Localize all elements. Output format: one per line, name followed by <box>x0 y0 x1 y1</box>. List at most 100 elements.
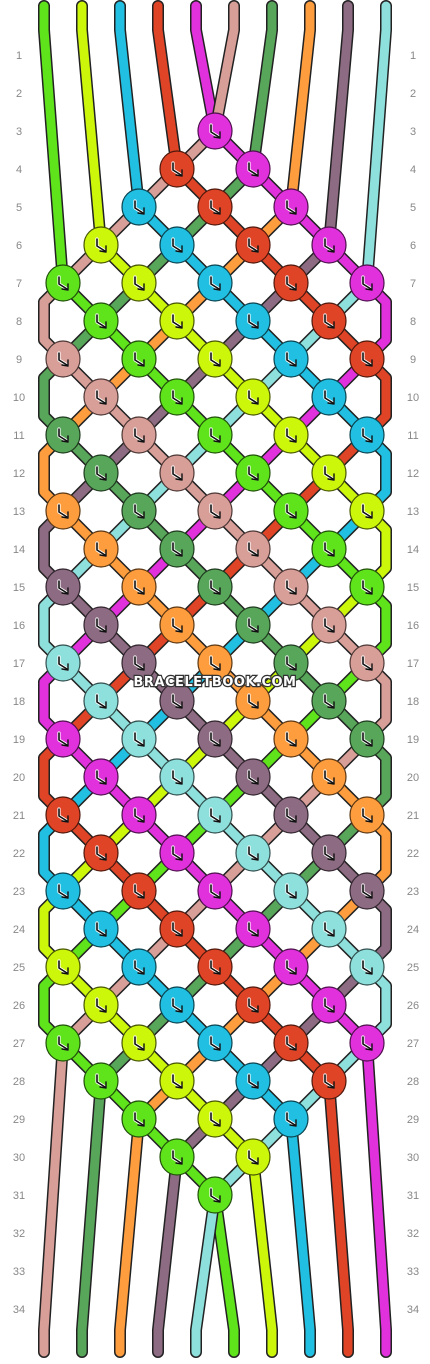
knot[interactable] <box>235 226 271 264</box>
knot[interactable] <box>235 758 271 796</box>
knot[interactable] <box>235 1138 271 1176</box>
knot[interactable] <box>273 644 309 682</box>
knot[interactable] <box>235 910 271 948</box>
knot[interactable] <box>121 264 157 302</box>
knot[interactable] <box>197 264 233 302</box>
knot[interactable] <box>197 1100 233 1138</box>
knot[interactable] <box>197 872 233 910</box>
knot[interactable] <box>311 682 347 720</box>
knot[interactable] <box>159 606 195 644</box>
knot[interactable] <box>197 492 233 530</box>
knot[interactable] <box>197 112 233 150</box>
knot[interactable] <box>197 188 233 226</box>
knot[interactable] <box>121 644 157 682</box>
knot[interactable] <box>197 340 233 378</box>
knot[interactable] <box>83 986 119 1024</box>
knot[interactable] <box>273 416 309 454</box>
knot[interactable] <box>273 948 309 986</box>
knot[interactable] <box>45 416 81 454</box>
knot[interactable] <box>311 302 347 340</box>
knot[interactable] <box>159 1062 195 1100</box>
knot[interactable] <box>197 1176 233 1214</box>
knot[interactable] <box>273 188 309 226</box>
knot[interactable] <box>235 986 271 1024</box>
knot[interactable] <box>121 492 157 530</box>
knot[interactable] <box>197 416 233 454</box>
knot[interactable] <box>45 492 81 530</box>
knot[interactable] <box>121 340 157 378</box>
knot[interactable] <box>121 1024 157 1062</box>
knot[interactable] <box>311 910 347 948</box>
knot[interactable] <box>349 644 385 682</box>
knot[interactable] <box>83 606 119 644</box>
knot[interactable] <box>273 340 309 378</box>
knot[interactable] <box>83 530 119 568</box>
knot[interactable] <box>45 264 81 302</box>
knot[interactable] <box>197 1024 233 1062</box>
knot[interactable] <box>121 720 157 758</box>
knot[interactable] <box>273 1024 309 1062</box>
knot[interactable] <box>349 340 385 378</box>
knot[interactable] <box>83 454 119 492</box>
knot[interactable] <box>159 378 195 416</box>
knot[interactable] <box>121 188 157 226</box>
knot[interactable] <box>83 682 119 720</box>
knot[interactable] <box>349 796 385 834</box>
knot[interactable] <box>159 834 195 872</box>
knot[interactable] <box>83 378 119 416</box>
knot[interactable] <box>273 264 309 302</box>
knot[interactable] <box>83 302 119 340</box>
knot[interactable] <box>159 150 195 188</box>
knot[interactable] <box>45 568 81 606</box>
knot[interactable] <box>121 568 157 606</box>
knot[interactable] <box>273 1100 309 1138</box>
knot[interactable] <box>273 568 309 606</box>
knot[interactable] <box>197 720 233 758</box>
knot[interactable] <box>349 264 385 302</box>
knot[interactable] <box>311 226 347 264</box>
knot[interactable] <box>235 834 271 872</box>
knot[interactable] <box>349 416 385 454</box>
knot[interactable] <box>349 568 385 606</box>
knot[interactable] <box>235 530 271 568</box>
knot[interactable] <box>235 150 271 188</box>
knot[interactable] <box>273 720 309 758</box>
knot[interactable] <box>83 1062 119 1100</box>
knot[interactable] <box>121 872 157 910</box>
knot[interactable] <box>45 340 81 378</box>
knot[interactable] <box>159 986 195 1024</box>
knot[interactable] <box>159 1138 195 1176</box>
knot[interactable] <box>311 378 347 416</box>
knot[interactable] <box>83 758 119 796</box>
knot[interactable] <box>121 1100 157 1138</box>
knot[interactable] <box>235 1062 271 1100</box>
knot[interactable] <box>197 568 233 606</box>
knot[interactable] <box>159 302 195 340</box>
knot[interactable] <box>45 948 81 986</box>
knot[interactable] <box>235 606 271 644</box>
knot[interactable] <box>311 758 347 796</box>
knot[interactable] <box>235 454 271 492</box>
knot[interactable] <box>159 226 195 264</box>
knot[interactable] <box>197 948 233 986</box>
knot[interactable] <box>159 530 195 568</box>
knot[interactable] <box>197 644 233 682</box>
knot[interactable] <box>349 720 385 758</box>
knot[interactable] <box>45 796 81 834</box>
knot[interactable] <box>159 682 195 720</box>
knot[interactable] <box>45 720 81 758</box>
knot[interactable] <box>197 796 233 834</box>
knot[interactable] <box>311 834 347 872</box>
knot[interactable] <box>349 948 385 986</box>
knot[interactable] <box>45 1024 81 1062</box>
knot[interactable] <box>349 492 385 530</box>
knot[interactable] <box>311 1062 347 1100</box>
knot[interactable] <box>273 492 309 530</box>
knot[interactable] <box>349 1024 385 1062</box>
knot[interactable] <box>159 758 195 796</box>
knot[interactable] <box>45 872 81 910</box>
knot[interactable] <box>311 986 347 1024</box>
knot[interactable] <box>311 454 347 492</box>
knot[interactable] <box>159 454 195 492</box>
knot[interactable] <box>121 948 157 986</box>
